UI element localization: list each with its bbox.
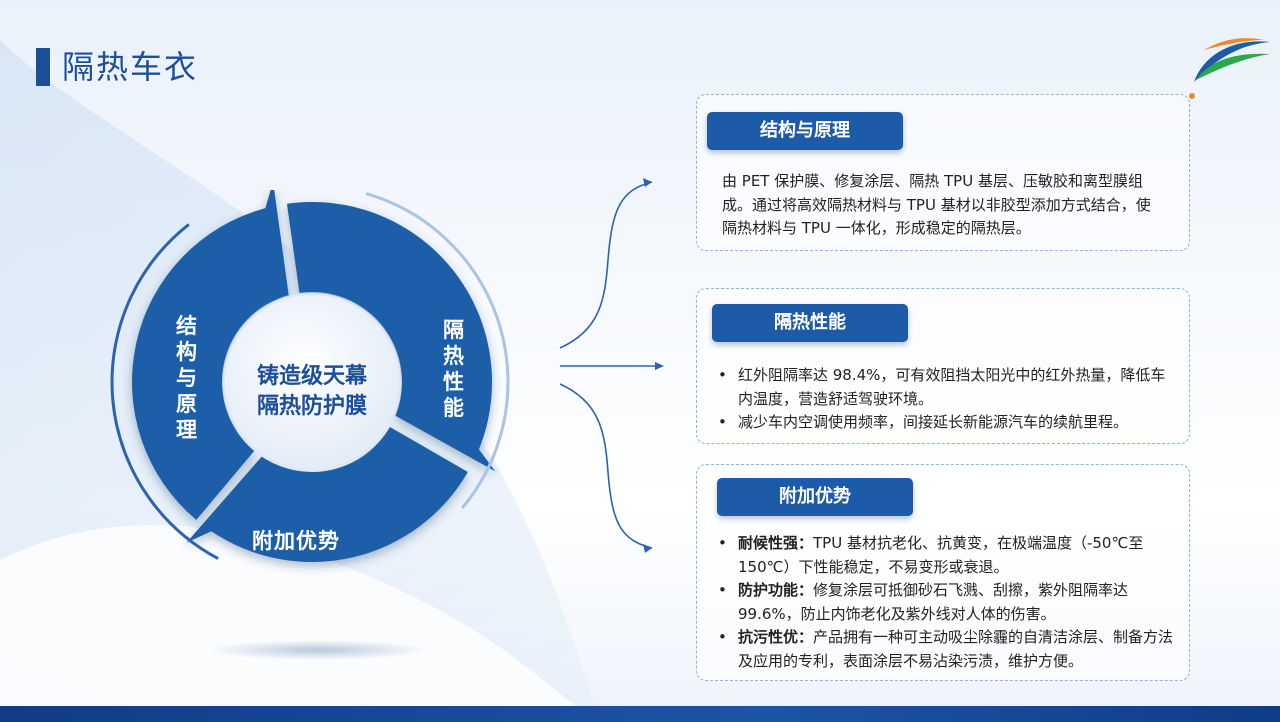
center-hub — [223, 293, 401, 471]
list-item: 防护功能：修复涂层可抵御砂石飞溅、刮擦，紫外阻隔率达 99.6%，防止内饰老化及… — [716, 579, 1182, 626]
panel-advantages-list: 耐候性强：TPU 基材抗老化、抗黄变，在极端温度（-50℃至 150℃）下性能稳… — [716, 532, 1182, 673]
brand-logo-icon — [1189, 38, 1270, 99]
panel-structure-text: 由 PET 保护膜、修复涂层、隔热 TPU 基层、压敏胶和离型膜组成。通过将高效… — [722, 172, 1151, 237]
bottom-band — [0, 706, 1280, 722]
list-item: 耐候性强：TPU 基材抗老化、抗黄变，在极端温度（-50℃至 150℃）下性能稳… — [716, 532, 1182, 579]
wheel-segment-structure — [132, 190, 289, 520]
wheel-label-structure: 结构与原理 — [176, 314, 198, 442]
center-title: 铸造级天幕 隔热防护膜 — [232, 362, 392, 422]
item-text: 产品拥有一种可主动吸尘除霾的自清洁涂层、制备方法及应用的专利，表面涂层不易沾染污… — [738, 628, 1174, 670]
wheel-label-advantages: 附加优势 — [252, 529, 340, 553]
cycle-diagram — [110, 190, 510, 563]
decorative-ring — [365, 192, 510, 509]
wheel-label-insulation: 隔热性能 — [443, 318, 465, 420]
wheel-segment-insulation — [286, 202, 496, 472]
panel-advantages-tag: 附加优势 — [717, 478, 913, 516]
panel-insulation-tag: 隔热性能 — [712, 304, 908, 342]
panel-insulation-list: 红外阻隔率达 98.4%，可有效阻挡太阳光中的红外热量，降低车内温度，营造舒适驾… — [716, 364, 1174, 435]
title-accent-bar — [36, 48, 50, 86]
decorative-ring — [110, 223, 219, 560]
item-label: 防护功能： — [738, 581, 814, 599]
center-title-line2: 隔热防护膜 — [256, 394, 367, 419]
center-title-line1: 铸造级天幕 — [256, 364, 367, 389]
panel-structure-tag: 结构与原理 — [707, 112, 903, 150]
list-item: 减少车内空调使用频率，间接延长新能源汽车的续航里程。 — [716, 411, 1174, 435]
wheel-segment-advantages — [186, 427, 468, 563]
item-label: 耐候性强： — [738, 534, 814, 552]
list-item: 抗污性优：产品拥有一种可主动吸尘除霾的自清洁涂层、制备方法及应用的专利，表面涂层… — [716, 626, 1182, 673]
item-text: TPU 基材抗老化、抗黄变，在极端温度（-50℃至 150℃）下性能稳定，不易变… — [738, 534, 1144, 576]
item-text: 修复涂层可抵御砂石飞溅、刮擦，紫外阻隔率达 99.6%，防止内饰老化及紫外线对人… — [738, 581, 1129, 623]
page-title: 隔热车衣 — [62, 48, 199, 86]
list-item: 红外阻隔率达 98.4%，可有效阻挡太阳光中的红外热量，降低车内温度，营造舒适驾… — [716, 364, 1174, 411]
item-label: 抗污性优： — [738, 628, 814, 646]
